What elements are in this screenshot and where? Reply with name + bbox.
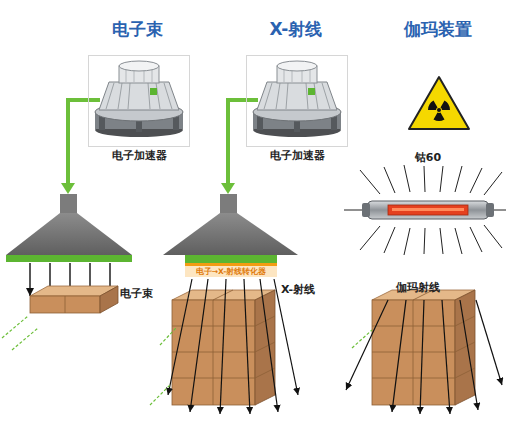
tube-cap xyxy=(362,203,370,217)
node-caption: 钴60 xyxy=(346,150,506,165)
accelerator-drawing xyxy=(253,61,341,137)
beam-label: 电子束 xyxy=(120,286,153,301)
box-seam xyxy=(65,296,66,313)
beam-feed-arrow xyxy=(68,100,100,185)
box-side xyxy=(100,286,118,313)
scan-horn xyxy=(163,213,298,255)
band-text: 电子→X-射线转化器 xyxy=(196,267,267,277)
node-caption: 电子加速器 xyxy=(227,149,367,163)
trefoil-symbol xyxy=(428,101,450,121)
beam-feed-arrow xyxy=(228,100,258,185)
accelerator-box: 电子加速器 xyxy=(88,55,190,147)
cobalt-rod-glow xyxy=(392,208,464,211)
xray-lines xyxy=(168,279,298,414)
column-heading: 伽玛装置 xyxy=(404,18,472,41)
conveyor-arrow xyxy=(150,385,170,405)
cobalt-rod xyxy=(388,205,468,215)
converter-band: 电子→X-射线转化器 xyxy=(185,263,277,277)
conveyor-arrow xyxy=(12,328,38,350)
beam-feed-head xyxy=(221,183,235,194)
scan-horn xyxy=(6,213,132,255)
beam-window xyxy=(185,255,277,263)
radiation-warning xyxy=(409,77,469,129)
conveyor-arrow xyxy=(160,328,176,345)
emission-rays xyxy=(344,165,506,255)
column-heading: 电子束 xyxy=(112,18,163,41)
beam-label: 伽玛射线 xyxy=(396,280,440,295)
scan-horn-neck xyxy=(220,194,237,213)
node-caption: 电子加速器 xyxy=(69,149,209,163)
gamma-lines xyxy=(346,300,502,414)
beam-window xyxy=(6,255,132,262)
accelerator-box: 电子加速器 xyxy=(246,55,348,147)
conveyor-arrow xyxy=(352,330,372,348)
conveyor-arrow xyxy=(2,316,28,338)
box-front xyxy=(30,296,100,313)
accelerator-drawing xyxy=(95,61,183,137)
scan-horn-neck xyxy=(60,194,77,213)
source-tube xyxy=(368,201,488,219)
beam-feed-head xyxy=(61,183,75,194)
beam-label: X-射线 xyxy=(281,282,315,297)
tube-cap xyxy=(486,203,494,217)
column-heading: X-射线 xyxy=(270,18,323,41)
cobalt-source: 钴60 xyxy=(366,199,490,221)
